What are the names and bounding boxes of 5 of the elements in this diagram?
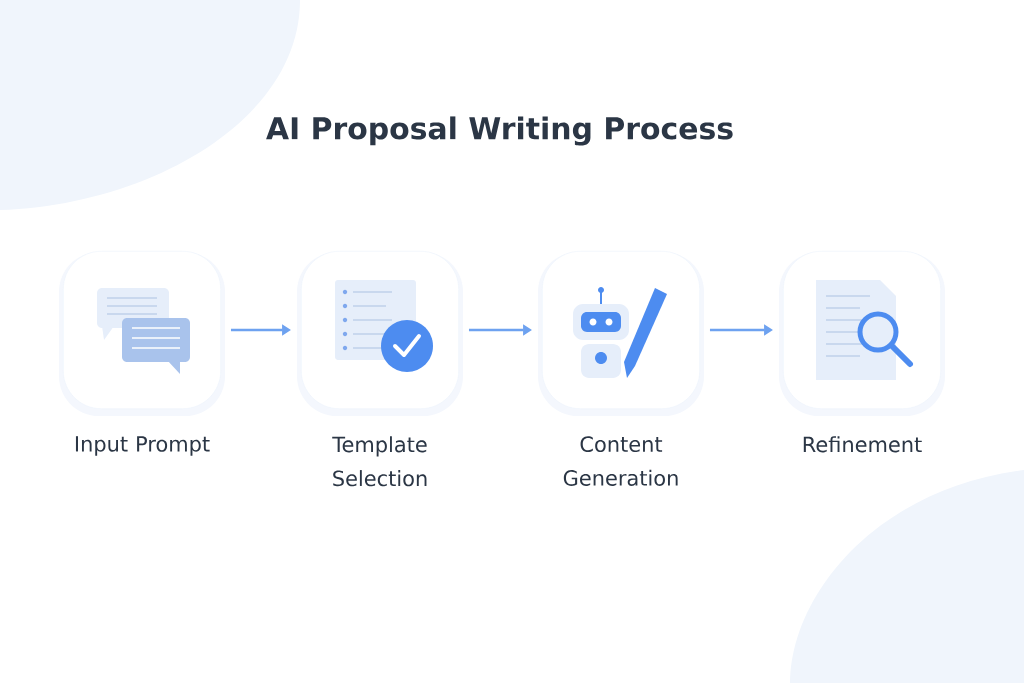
title: AI Proposal Writing Process [266,116,733,146]
step-label: Refinement [803,436,922,453]
step-label: Template Selection [332,436,427,487]
step-label: Input Prompt [75,436,210,456]
step-label: Content Generation [563,436,678,486]
